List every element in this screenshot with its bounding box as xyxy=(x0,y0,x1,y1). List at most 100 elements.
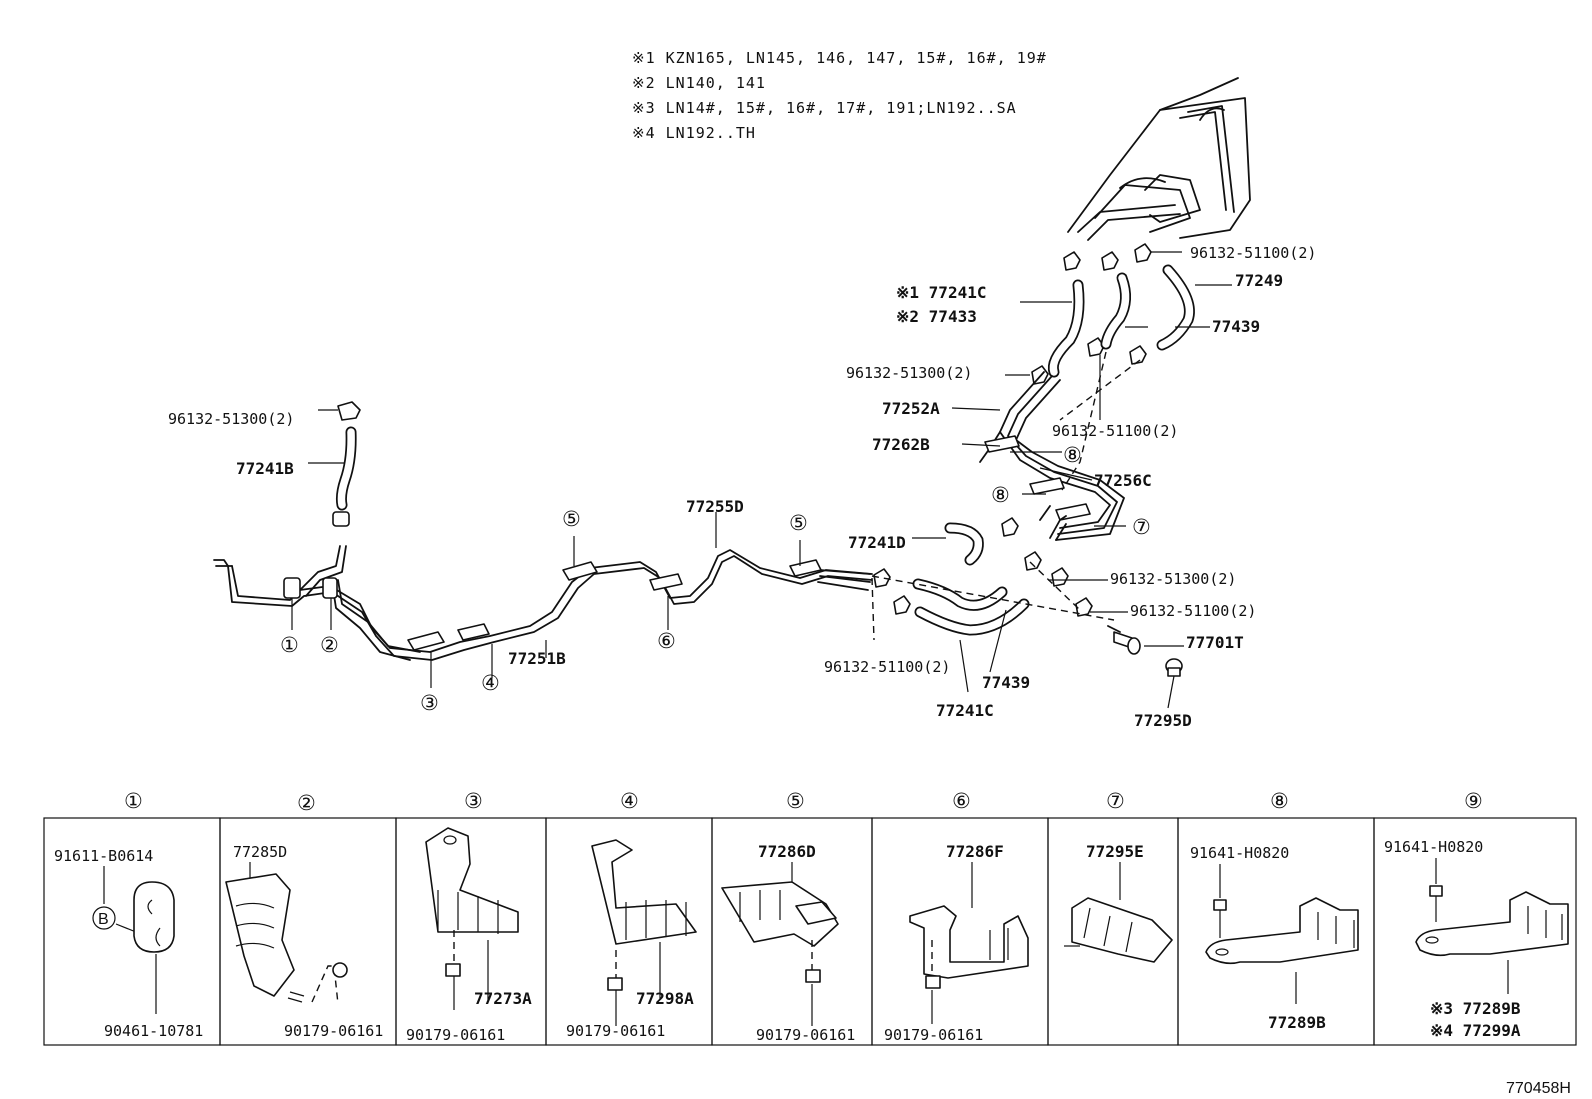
detail-5-part-b: 90179-06161 xyxy=(756,1026,855,1044)
nut-icon xyxy=(805,969,821,983)
label-96132-51100-bottom: 96132-51100(2) xyxy=(824,658,950,676)
clamp-5-icon xyxy=(562,561,598,581)
detail-num-6: ⑥ xyxy=(952,789,971,813)
detail-6-part-b: 90179-06161 xyxy=(884,1026,983,1044)
label-96132-51100-right: 96132-51100(2) xyxy=(1130,602,1256,620)
clamp-77286f-icon xyxy=(909,905,1029,979)
detail-5-part-a: 77286D xyxy=(758,842,816,861)
label-96132-51300-mid: 96132-51300(2) xyxy=(846,364,972,382)
clip-icon xyxy=(332,511,350,527)
part-labels: 96132-51100(2) 77249 ※1 77241C ※2 77433 … xyxy=(168,244,1316,730)
valve-77701t xyxy=(1107,625,1141,655)
cushion-clamp-icon xyxy=(133,881,175,953)
callout-3: ③ xyxy=(420,691,439,715)
detail-1-part-a: 91611-B0614 xyxy=(54,847,153,865)
label-77241b: 77241B xyxy=(236,459,294,478)
clip-icon xyxy=(1087,337,1105,357)
detail-1-marker: B xyxy=(98,911,109,928)
detail-num-3: ③ xyxy=(464,789,483,813)
label-96132-51300-left: 96132-51300(2) xyxy=(168,410,294,428)
clip-icon xyxy=(337,401,361,421)
detail-3-part-b: 90179-06161 xyxy=(406,1026,505,1044)
nut-icon xyxy=(332,962,348,978)
clip-icon xyxy=(1001,517,1019,537)
callout-4: ④ xyxy=(481,671,500,695)
clip-icon xyxy=(1063,251,1081,271)
note-1: ※1 KZN165, LN145, 146, 147, 15#, 16#, 19… xyxy=(632,49,1047,67)
label-96132-51100-top: 96132-51100(2) xyxy=(1190,244,1316,262)
callout-6: ⑥ xyxy=(657,629,676,653)
applicability-notes: ※1 KZN165, LN145, 146, 147, 15#, 16#, 19… xyxy=(632,49,1047,142)
callout-8b: ⑧ xyxy=(991,483,1010,507)
label-96132-51100-mid: 96132-51100(2) xyxy=(1052,422,1178,440)
clamp-2-icon xyxy=(322,577,338,599)
detail-num-9: ⑨ xyxy=(1464,789,1483,813)
clamp-3-icon xyxy=(407,631,445,651)
detail-2-part-a: 77285D xyxy=(233,843,287,861)
fuel-tank xyxy=(1067,77,1251,241)
marker-b-icon xyxy=(92,906,116,930)
hoses-lower xyxy=(871,505,1115,641)
clip-icon xyxy=(1134,243,1152,263)
label-77295d: 77295D xyxy=(1134,711,1192,730)
nut-icon xyxy=(445,963,461,977)
callout-leaders xyxy=(291,407,1126,688)
clamp-5b-icon xyxy=(789,559,822,577)
clip-group-top xyxy=(1031,243,1152,385)
label-77241d: 77241D xyxy=(848,533,906,552)
label-77262b: 77262B xyxy=(872,435,930,454)
nut-icon xyxy=(925,975,941,989)
clip-pad-icon xyxy=(795,901,837,925)
label-77256c: 77256C xyxy=(1094,471,1152,490)
label-77249: 77249 xyxy=(1235,271,1283,290)
bolt-icon xyxy=(1213,899,1227,911)
clip-icon xyxy=(1101,251,1119,271)
clip-icon xyxy=(873,568,891,588)
label-77241c-bottom: 77241C xyxy=(936,701,994,720)
detail-4-part-a: 77298A xyxy=(636,989,694,1008)
clip-icon xyxy=(893,595,911,615)
nut-icon xyxy=(607,977,623,991)
callout-1: ① xyxy=(280,633,299,657)
clamp-77273a-icon xyxy=(425,827,519,933)
detail-num-5: ⑤ xyxy=(786,789,805,813)
clamp-1-icon xyxy=(283,577,301,599)
clamp-77295e-icon xyxy=(1071,897,1173,963)
clip-icon xyxy=(1031,365,1049,385)
detail-9-part-a: 91641-H0820 xyxy=(1384,838,1483,856)
callout-7: ⑦ xyxy=(1132,515,1151,539)
detail-2-part-b: 90179-06161 xyxy=(284,1022,383,1040)
label-77241c-top: ※1 77241C xyxy=(896,283,986,302)
clamp-4-icon xyxy=(457,623,490,641)
clamp-77289b-77299a-icon xyxy=(1415,891,1569,957)
detail-num-1: ① xyxy=(124,789,143,813)
clip-icon xyxy=(1051,567,1069,587)
hoses-top xyxy=(1047,264,1195,491)
detail-num-7: ⑦ xyxy=(1106,789,1125,813)
label-77252a: 77252A xyxy=(882,399,940,418)
note-4: ※4 LN192..TH xyxy=(632,124,756,142)
bolt-icon xyxy=(1429,885,1443,897)
callout-5a: ⑤ xyxy=(562,507,581,531)
detail-num-2: ② xyxy=(297,791,316,815)
detail-8-part-a: 91641-H0820 xyxy=(1190,844,1289,862)
detail-num-8: ⑧ xyxy=(1270,789,1289,813)
detail-9-part-c: ※4 77299A xyxy=(1430,1021,1521,1040)
hose-77241b xyxy=(332,401,361,527)
pipe-clamps xyxy=(283,435,1091,651)
label-77701t: 77701T xyxy=(1186,633,1244,652)
cap-77295d xyxy=(1165,658,1183,677)
detail-table: ① ② ③ ④ ⑤ ⑥ ⑦ ⑧ ⑨ 91611-B0614 B 90461-10… xyxy=(43,789,1577,1046)
detail-num-4: ④ xyxy=(620,789,639,813)
detail-3-part-a: 77273A xyxy=(474,989,532,1008)
detail-1-part-b: 90461-10781 xyxy=(104,1022,203,1040)
clamp-6-icon xyxy=(649,573,683,591)
note-3: ※3 LN14#, 15#, 16#, 17#, 191;LN192..SA xyxy=(632,99,1017,117)
note-2: ※2 LN140, 141 xyxy=(632,74,766,92)
label-96132-51300-right: 96132-51300(2) xyxy=(1110,570,1236,588)
callout-2: ② xyxy=(320,633,339,657)
label-77439-top: 77439 xyxy=(1212,317,1260,336)
figure-code: 770458H xyxy=(1506,1080,1571,1097)
clamp-8-icon xyxy=(984,435,1020,453)
